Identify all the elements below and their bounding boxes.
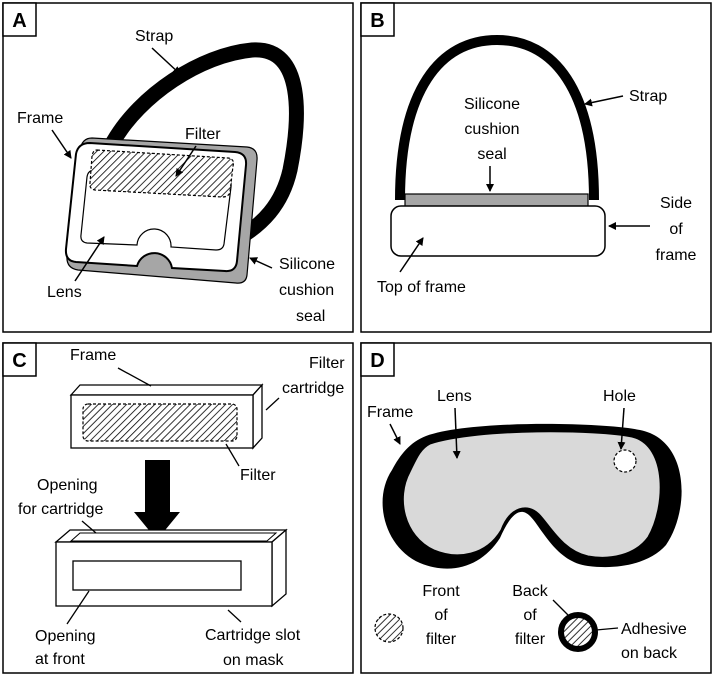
label-cartridge-c-2: cartridge [282,380,344,397]
label-seal-b-3: seal [477,146,506,163]
panel-d-tag: D [370,350,384,372]
label-side-b-1: Side [660,195,692,212]
label-opening-front-c-2: at front [35,651,85,668]
panel-c-border [2,342,354,674]
label-seal-b-2: cushion [464,121,519,138]
arrow-opening-front-c [66,590,90,625]
panel-a-border [2,2,354,333]
cartridge-slot-c [54,528,288,608]
filter-c [82,403,238,442]
panel-b: B Strap Silicone cushion seal Side of fr… [360,2,712,333]
arrow-slot-c [227,609,242,623]
opening-front-c [72,560,242,591]
panel-b-tag: B [370,10,384,32]
arrow-opening-cartridge-c [81,520,97,534]
arrow-frame-d [389,423,401,445]
panel-d-tag-box [360,342,395,377]
frame-b [390,205,606,257]
panel-b-border [360,2,712,333]
lens-a [80,169,232,251]
label-side-b-3: frame [656,247,697,264]
panel-c: C Frame Filter cartridge Filter Opening … [2,342,354,674]
arrow-lens-a [74,236,105,282]
filter-back-d [558,612,598,652]
arrow-strap-b [584,95,624,107]
label-slot-c-1: Cartridge slot [205,627,301,644]
label-back-d-1: Back [512,583,549,600]
panel-c-tag-box [2,342,37,377]
label-filter-c: Filter [240,467,276,484]
label-strap-a: Strap [135,28,173,45]
panel-a-tag-box [2,2,37,37]
panel-c-tag: C [12,350,26,372]
arrow-frame-c [117,367,152,387]
label-hole-d: Hole [603,388,636,405]
insert-arrow-c [134,460,180,540]
label-opening-cartridge-c-1: Opening [37,477,98,494]
panel-a: A Strap Frame Filter Lens Silicone cushi… [2,2,354,333]
arrow-cartridge-c [265,397,280,411]
arrow-back-d [552,599,570,617]
arrow-filter-a [175,145,197,177]
label-front-d-3: filter [426,631,457,648]
label-seal-a-1: Silicone [279,256,335,273]
label-opening-cartridge-c-2: for cartridge [18,501,103,518]
panel-b-tag-box [360,2,395,37]
label-front-d-1: Front [422,583,460,600]
label-lens-a: Lens [47,284,82,301]
label-slot-c-2: on mask [223,652,284,669]
panel-a-tag: A [12,10,26,32]
label-adhesive-d-2: on back [621,645,678,662]
label-frame-a: Frame [17,110,63,127]
label-cartridge-c-1: Filter [309,355,345,372]
label-frame-c: Frame [70,347,116,364]
label-lens-d: Lens [437,388,472,405]
label-frame-d: Frame [367,404,413,421]
silicone-seal-b [404,193,589,208]
label-back-d-3: filter [515,631,546,648]
panel-d-border [360,342,712,674]
arrow-top-b [399,237,424,273]
hole-d [613,449,637,473]
lens-d [402,431,661,558]
arrow-frame-a [51,129,72,159]
label-strap-b: Strap [629,88,667,105]
label-seal-a-3: seal [296,308,325,325]
label-seal-b-1: Silicone [464,96,520,113]
strap-b [395,34,599,201]
strap-a [105,42,304,248]
arrow-adhesive-d [595,627,619,631]
label-adhesive-d-1: Adhesive [621,621,687,638]
filter-cartridge-c [69,383,264,450]
label-opening-front-c-1: Opening [35,628,96,645]
panel-d: D Frame Lens Hole Front of filter Back o… [360,342,712,674]
opening-top-c [69,532,278,542]
arrow-seal-a [249,257,273,269]
label-filter-a: Filter [185,126,221,143]
label-back-d-2: of [523,607,537,624]
label-front-d-2: of [434,607,448,624]
filter-a [89,149,235,198]
label-top-b: Top of frame [377,279,466,296]
label-seal-a-2: cushion [279,282,334,299]
arrow-strap-a [151,47,181,75]
arrow-lens-d [452,407,461,459]
arrow-filter-c [225,443,240,467]
arrow-hole-d [617,407,626,450]
label-side-b-2: of [669,221,683,238]
filter-front-d [374,613,404,643]
